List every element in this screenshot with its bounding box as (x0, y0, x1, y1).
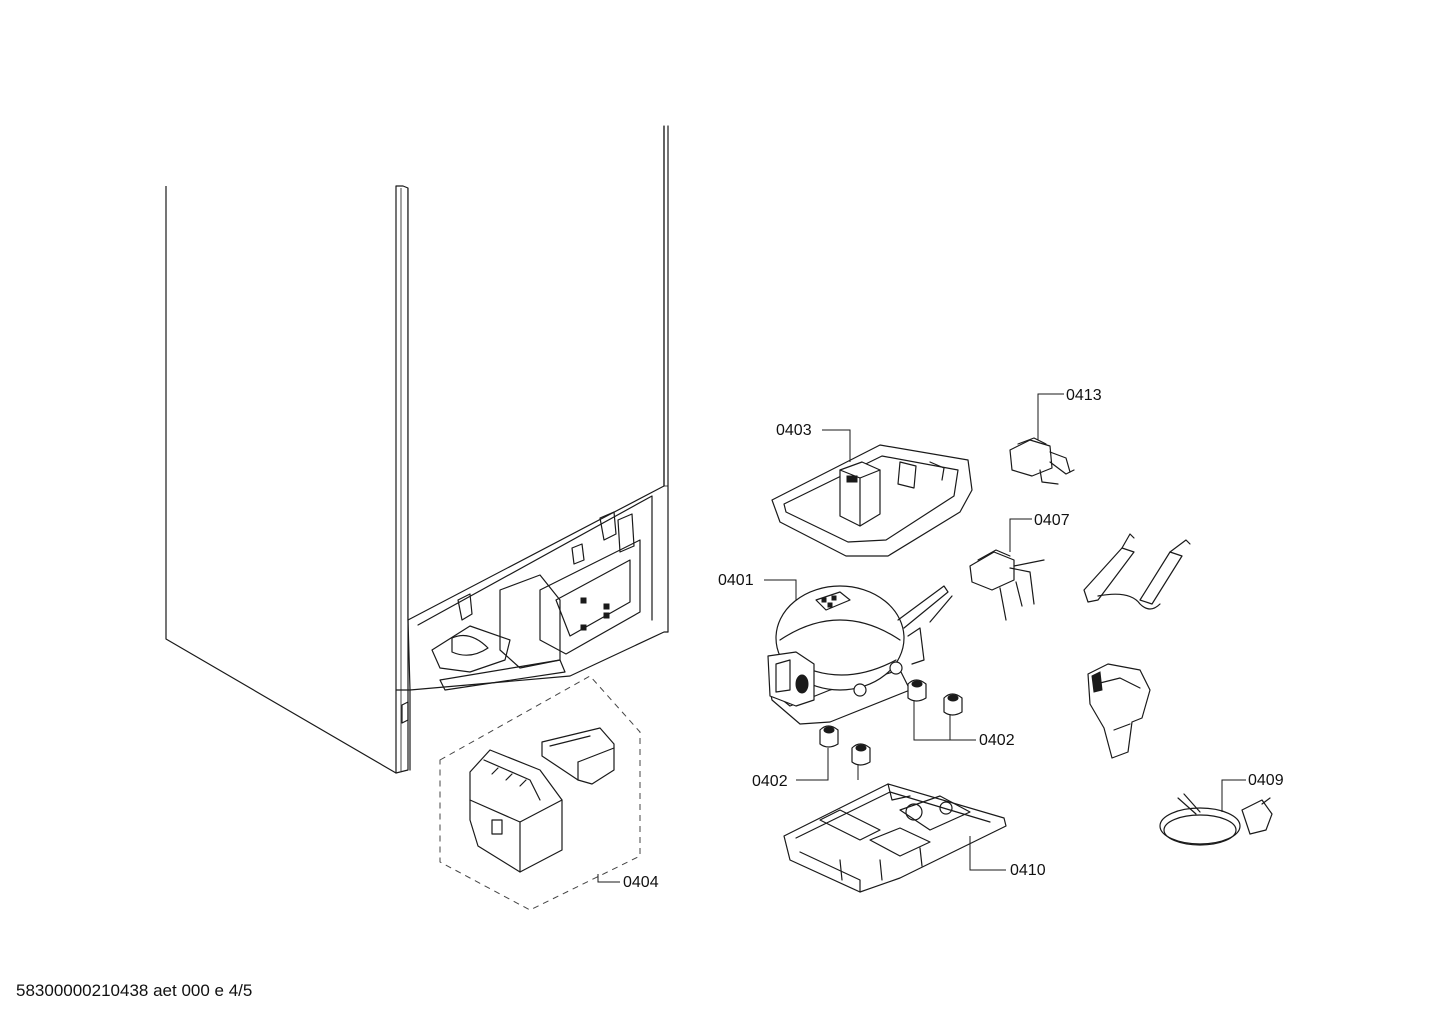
callout-0404: 0404 (623, 874, 659, 891)
part-0402-grommets (819, 679, 963, 766)
callout-0402-right: 0402 (979, 732, 1015, 749)
callout-0401: 0401 (718, 572, 754, 589)
part-0409-power-cord (1159, 793, 1273, 846)
part-0410-base-plate (783, 783, 1007, 893)
callout-0402-left: 0402 (752, 773, 788, 790)
fridge-cabinet (165, 125, 669, 774)
part-0401-compressor (767, 585, 953, 725)
document-code: 58300000210438 aet 000 e 4/5 (16, 981, 253, 1000)
callout-0407: 0407 (1034, 512, 1070, 529)
callout-0409: 0409 (1248, 772, 1284, 789)
temperature-probes (1083, 533, 1191, 610)
part-0403-drain-tray (771, 444, 973, 557)
part-0413-thermostat (1009, 437, 1075, 485)
callout-0413: 0413 (1066, 387, 1102, 404)
fan-bracket (1087, 663, 1151, 759)
callout-0403: 0403 (776, 422, 812, 439)
leader-lines (597, 393, 1246, 883)
part-0407-thermostat (969, 549, 1045, 621)
part-0404-control-module (439, 675, 641, 911)
callout-0410: 0410 (1010, 862, 1046, 879)
